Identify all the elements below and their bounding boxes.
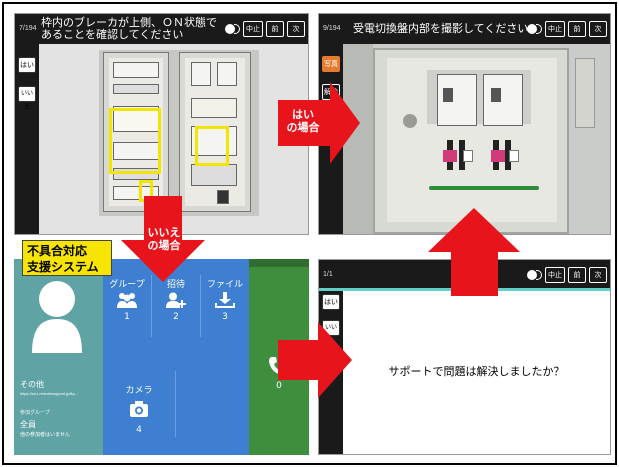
highlight-frame (195, 126, 229, 166)
highlight-frame (109, 108, 161, 174)
yes-case-label: はい の場合 (286, 108, 320, 134)
arrow-right-bottom (278, 322, 352, 398)
step-title-line2: あることを確認してください (41, 28, 184, 41)
stop-button[interactable]: 中止 (243, 21, 263, 37)
step-title: 受電切換盤内部を撮影してください (353, 22, 529, 35)
voice-icon[interactable] (527, 22, 542, 37)
avatar-icon (32, 281, 82, 353)
photo-button[interactable]: 写真 (322, 56, 340, 72)
camera-tile[interactable]: カメラ 4 (125, 386, 153, 435)
arrow-right-yes (278, 82, 360, 164)
top-bar: 7/194 枠内のブレーカが上側、ＯＮ状態で あることを確認してください 中止 … (15, 14, 308, 44)
checklist-screen-step9: 9/194 受電切換盤内部を撮影してください 中止 前 次 写真 解除 (318, 13, 611, 235)
download-icon (215, 292, 235, 308)
prev-button[interactable]: 前 (568, 267, 586, 283)
voice-icon[interactable] (225, 22, 240, 37)
system-title-badge: 不具合対応 支援システム (22, 240, 112, 276)
voice-icon[interactable] (527, 268, 542, 283)
phone-count: 0 (276, 381, 282, 391)
group-label: 参加グループ (20, 410, 50, 416)
step-title-line1: 枠内のブレーカが上側、ＯＮ状態で (41, 16, 217, 29)
content-area: サポートで問題は解決しましたか？ (343, 291, 610, 454)
prev-button[interactable]: 前 (568, 21, 586, 37)
camera-icon (130, 401, 148, 417)
breaker-panel-photo (99, 50, 259, 216)
contact-name: その他 (20, 380, 44, 389)
next-button[interactable]: 次 (589, 267, 607, 283)
file-tile[interactable]: ファイル 3 (206, 280, 243, 322)
group-tile[interactable]: グループ 1 (109, 280, 145, 322)
left-rail: はい いいえ (15, 44, 39, 234)
group-note: 他の参加者はいません (20, 432, 70, 438)
step-counter: 7/194 (19, 25, 37, 32)
arrow-up (428, 208, 520, 296)
arrow-down-no (121, 196, 205, 282)
group-icon (117, 293, 137, 308)
yes-button[interactable]: はい (18, 57, 36, 73)
contact-panel: その他 https://sv1.remotesupport.jp/liq... … (14, 259, 103, 455)
stop-button[interactable]: 中止 (545, 267, 565, 283)
next-button[interactable]: 次 (589, 21, 607, 37)
switchboard-photo (343, 44, 610, 234)
stop-button[interactable]: 中止 (545, 21, 565, 37)
no-button[interactable]: いいえ (18, 86, 36, 111)
question-text: サポートで問題は解決しましたか？ (388, 365, 565, 378)
prev-button[interactable]: 前 (266, 21, 284, 37)
menu-grid: グループ 1 招待 2 ファイル 3 カメラ (103, 259, 249, 455)
invite-icon (166, 292, 186, 308)
invite-tile[interactable]: 招待 2 (166, 280, 186, 322)
top-bar: 9/194 受電切換盤内部を撮影してください 中止 前 次 (319, 14, 610, 44)
step-counter: 1/1 (323, 271, 333, 278)
yes-button[interactable]: はい (322, 294, 340, 310)
no-case-label: いいえ の場合 (147, 226, 181, 252)
contact-url[interactable]: https://sv1.remotesupport.jp/liq... (20, 391, 78, 396)
next-button[interactable]: 次 (287, 21, 305, 37)
step-counter: 9/194 (323, 25, 341, 32)
group-value: 全員 (20, 420, 36, 429)
